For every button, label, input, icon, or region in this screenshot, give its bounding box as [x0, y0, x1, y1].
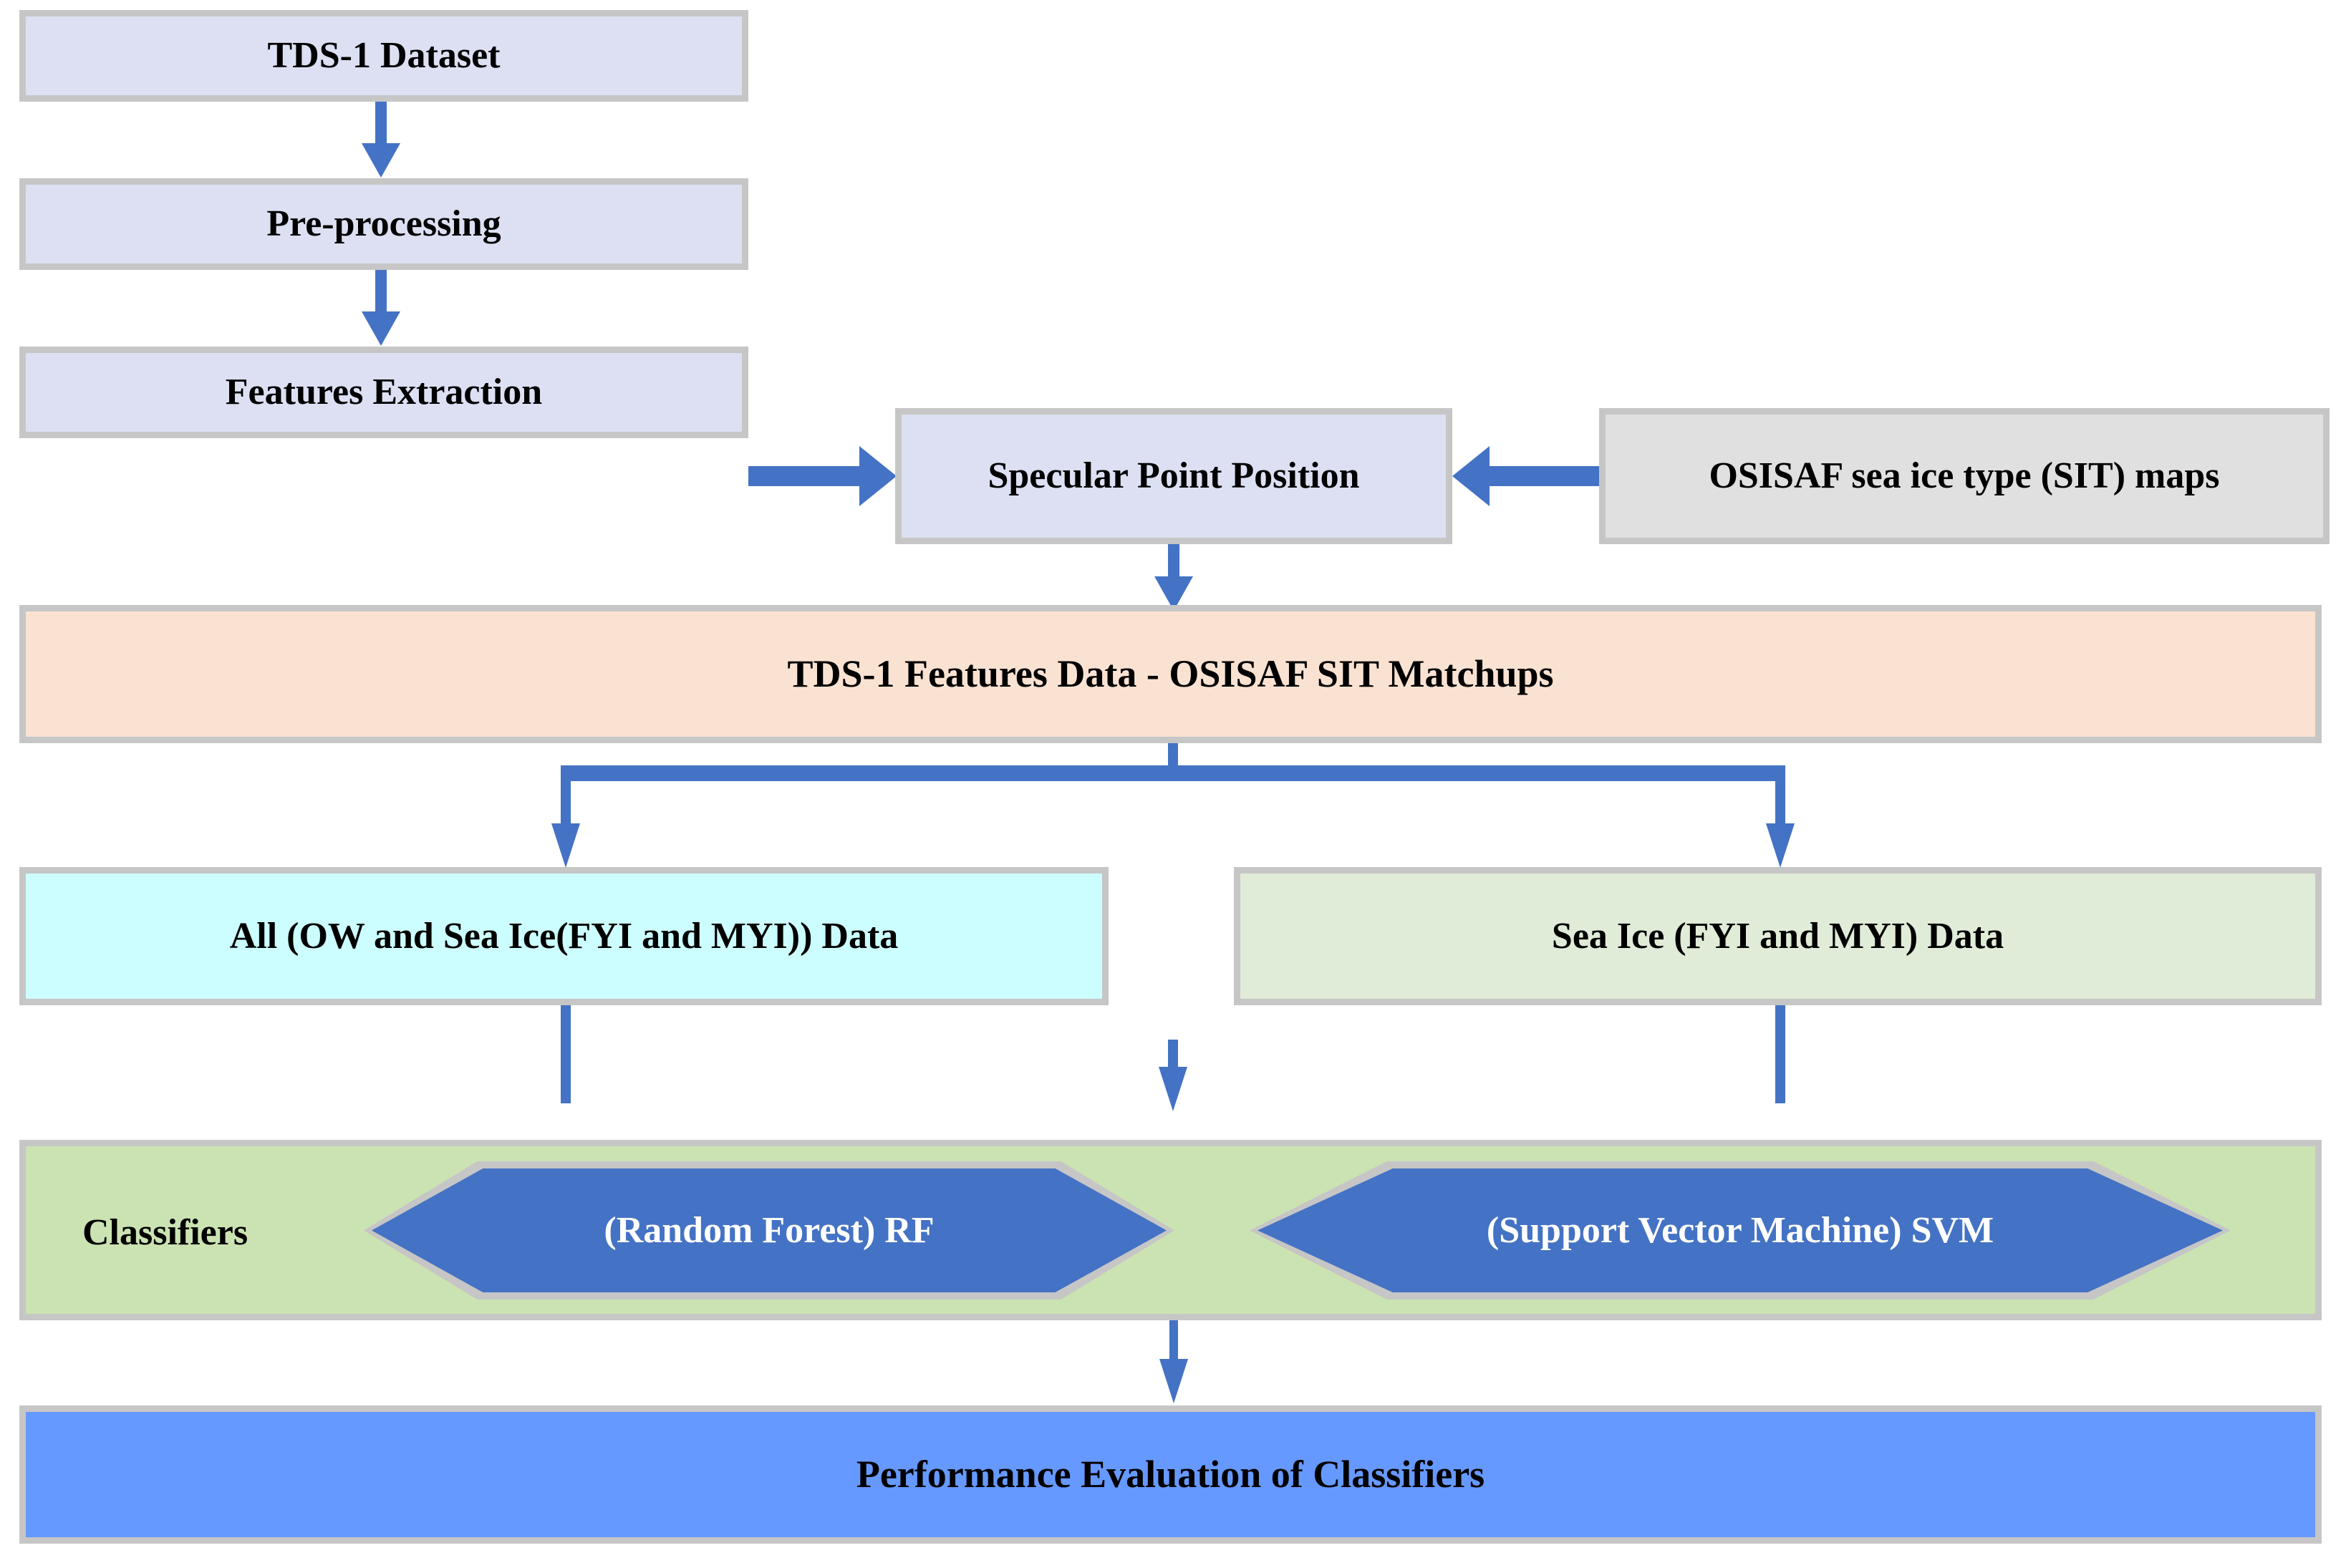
- node-sea-ice-data[interactable]: Sea Ice (FYI and MYI) Data: [1234, 867, 2322, 1005]
- node-all-ow-sea-ice-data[interactable]: All (OW and Sea Ice(FYI and MYI)) Data: [19, 867, 1109, 1005]
- edge-dataset-preprocessing-line: [375, 102, 387, 149]
- node-pre-processing-label: Pre-processing: [266, 203, 501, 245]
- edge-merge-classifiers-arrowhead: [1159, 1067, 1187, 1111]
- edge-matchups-split-bar: [561, 765, 1785, 781]
- edge-osisaf-specular-arrowhead: [1452, 446, 1490, 506]
- node-matchups-label: TDS-1 Features Data - OSISAF SIT Matchup…: [787, 652, 1554, 696]
- edge-sea-ice-merge-riser: [1775, 1005, 1785, 1103]
- edge-preprocessing-features-arrowhead: [362, 311, 400, 346]
- hexagon-rf-fill: [372, 1168, 1167, 1292]
- node-pre-processing[interactable]: Pre-processing: [19, 178, 748, 270]
- hexagon-rf-label: (Random Forest) RF: [604, 1209, 935, 1251]
- band-classifiers-label: Classifiers: [82, 1212, 248, 1253]
- node-performance-evaluation-label: Performance Evaluation of Classifiers: [856, 1453, 1485, 1496]
- node-features-extraction[interactable]: Features Extraction: [19, 347, 748, 438]
- edge-features-specular-line: [748, 466, 876, 486]
- hexagon-classifier-svm[interactable]: (Support Vector Machine) SVM: [1250, 1161, 2231, 1300]
- edge-preprocessing-features-line: [375, 270, 387, 317]
- node-performance-evaluation[interactable]: Performance Evaluation of Classifiers: [19, 1405, 2322, 1544]
- edge-features-specular-arrowhead: [859, 446, 897, 506]
- node-tds1-dataset-label: TDS-1 Dataset: [267, 35, 501, 77]
- hexagon-svm-label: (Support Vector Machine) SVM: [1486, 1209, 1994, 1251]
- hexagon-svm-fill: [1258, 1168, 2223, 1292]
- node-sea-ice-data-label: Sea Ice (FYI and MYI) Data: [1551, 915, 2004, 957]
- edge-osisaf-specular-line: [1472, 466, 1599, 486]
- node-features-extraction-label: Features Extraction: [225, 372, 543, 413]
- node-osisaf-sit-maps-label: OSISAF sea ice type (SIT) maps: [1709, 455, 2220, 497]
- edge-all-data-merge-riser: [561, 1005, 571, 1103]
- hexagon-classifier-rf[interactable]: (Random Forest) RF: [364, 1161, 1174, 1300]
- edge-dataset-preprocessing-arrowhead: [362, 143, 400, 178]
- node-all-ow-sea-ice-data-label: All (OW and Sea Ice(FYI and MYI)) Data: [229, 915, 899, 957]
- edge-matchups-all-data-arrowhead: [551, 823, 580, 868]
- node-osisaf-sit-maps[interactable]: OSISAF sea ice type (SIT) maps: [1599, 408, 2330, 544]
- edge-matchups-sea-ice-arrowhead: [1766, 823, 1795, 868]
- node-specular-point-position[interactable]: Specular Point Position: [895, 408, 1452, 544]
- edge-classifiers-performance-arrowhead: [1159, 1359, 1188, 1403]
- node-matchups[interactable]: TDS-1 Features Data - OSISAF SIT Matchup…: [19, 605, 2322, 743]
- node-tds1-dataset[interactable]: TDS-1 Dataset: [19, 10, 748, 102]
- node-specular-point-position-label: Specular Point Position: [988, 455, 1360, 497]
